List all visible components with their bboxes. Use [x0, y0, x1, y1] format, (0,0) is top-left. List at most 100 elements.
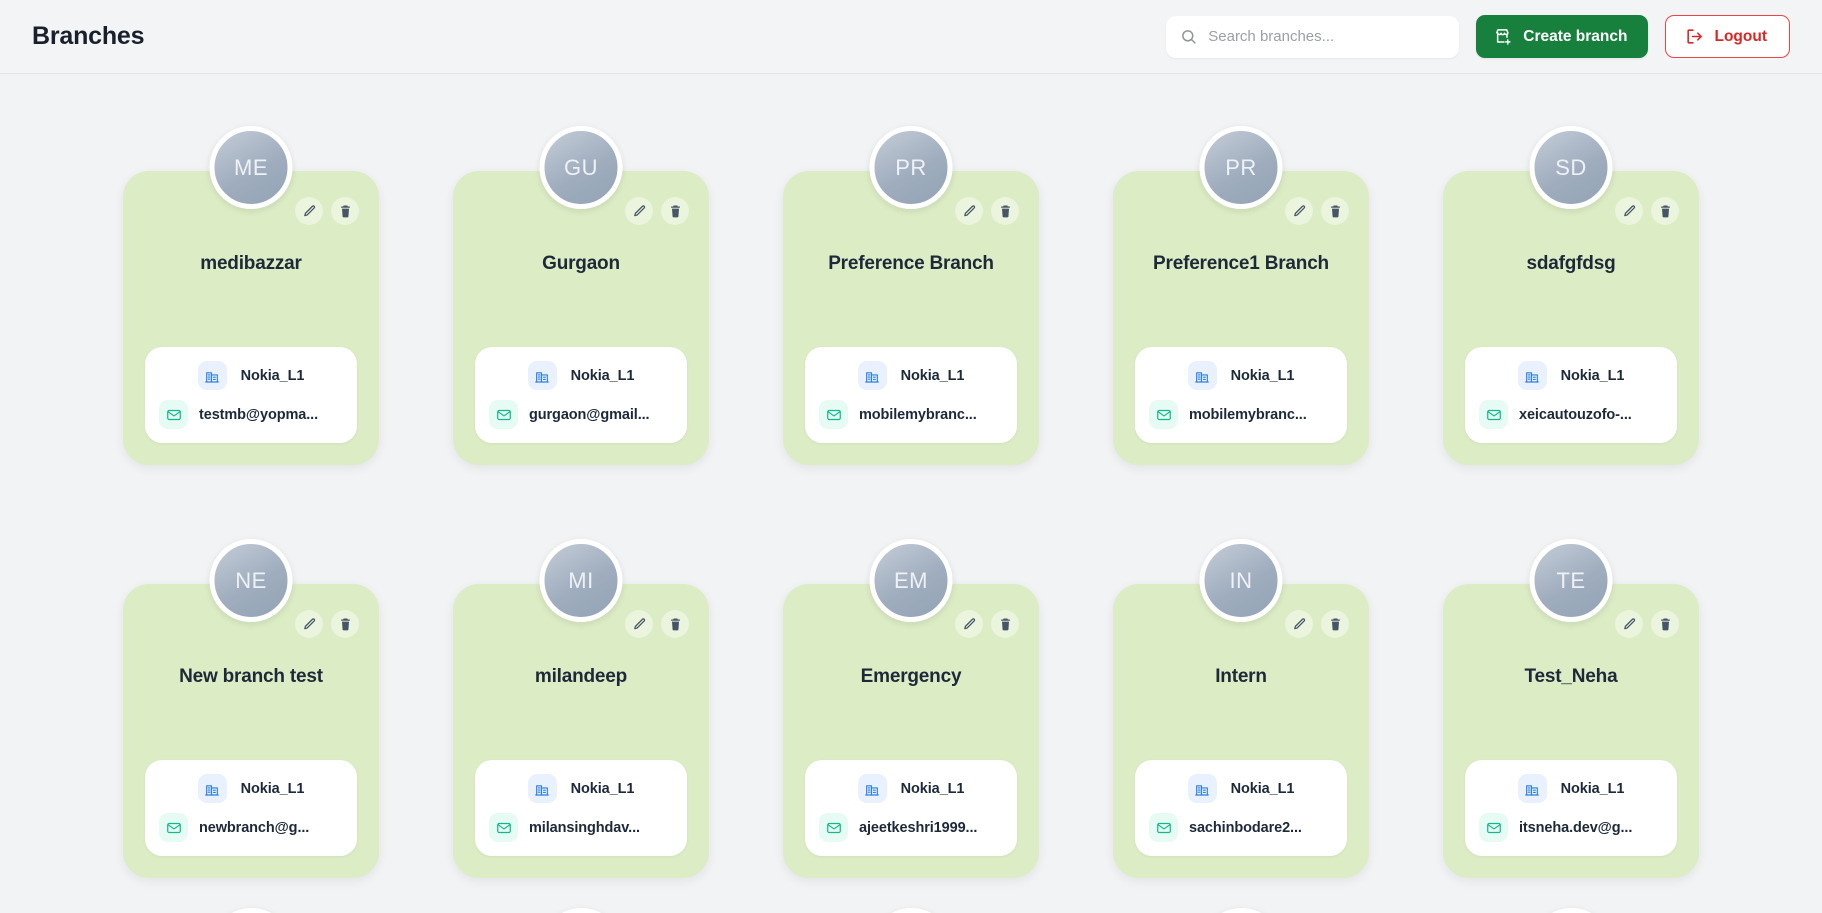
- delete-branch-button[interactable]: [661, 610, 689, 638]
- building-icon: [197, 774, 227, 803]
- edit-branch-button[interactable]: [1285, 610, 1313, 638]
- branch-name: medibazzar: [200, 253, 302, 274]
- branch-detail: Nokia_L1 testmb@yopma...: [145, 347, 357, 443]
- card-actions: [1285, 610, 1349, 638]
- branch-card[interactable]: GU Gurgaon: [453, 126, 709, 465]
- logout-label: Logout: [1714, 27, 1767, 45]
- edit-branch-button[interactable]: [1285, 197, 1313, 225]
- card-actions: [1285, 197, 1349, 225]
- company-row: Nokia_L1: [1149, 361, 1333, 390]
- avatar-initials: EM: [894, 567, 928, 593]
- avatar: PR: [1199, 126, 1283, 209]
- store-plus-icon: [1494, 27, 1513, 46]
- branch-card[interactable]: MI milandeep: [453, 539, 709, 878]
- branch-name: New branch test: [179, 666, 323, 687]
- envelope-icon: [489, 813, 518, 842]
- logout-button[interactable]: Logout: [1665, 15, 1790, 58]
- branch-card[interactable]: SD sdafgfdsg: [1443, 126, 1699, 465]
- app-header: Branches Create branch: [0, 0, 1822, 74]
- search-input[interactable]: [1208, 15, 1446, 58]
- company-name: Nokia_L1: [900, 367, 965, 384]
- edit-branch-button[interactable]: [955, 610, 983, 638]
- branch-card[interactable]: TE Test_Neha: [1443, 539, 1699, 878]
- company-row: Nokia_L1: [1479, 774, 1663, 803]
- company-name: Nokia_L1: [1230, 780, 1295, 797]
- branches-area: ME medibazzar: [0, 74, 1822, 913]
- card-actions: [295, 610, 359, 638]
- branch-detail: Nokia_L1 newbranch@g...: [145, 760, 357, 856]
- branch-name: Preference1 Branch: [1153, 253, 1329, 274]
- delete-branch-button[interactable]: [661, 197, 689, 225]
- branch-name: Gurgaon: [542, 253, 620, 274]
- branch-detail: Nokia_L1 milansinghdav...: [475, 760, 687, 856]
- building-icon: [527, 774, 557, 803]
- logout-arrow-icon: [1685, 27, 1704, 46]
- branch-card[interactable]: EM Emergency: [783, 539, 1039, 878]
- building-icon: [857, 361, 887, 390]
- avatar: [1199, 908, 1283, 913]
- avatar: [209, 908, 293, 913]
- avatar: [539, 908, 623, 913]
- edit-branch-button[interactable]: [955, 197, 983, 225]
- company-row: Nokia_L1: [489, 774, 673, 803]
- delete-branch-button[interactable]: [1651, 610, 1679, 638]
- avatar: PR: [869, 126, 953, 209]
- delete-branch-button[interactable]: [1321, 197, 1349, 225]
- envelope-icon: [159, 400, 188, 429]
- building-icon: [1517, 361, 1547, 390]
- envelope-icon: [159, 813, 188, 842]
- edit-branch-button[interactable]: [625, 197, 653, 225]
- company-name: Nokia_L1: [240, 367, 305, 384]
- avatar-initials: ME: [234, 154, 268, 180]
- envelope-icon: [819, 400, 848, 429]
- envelope-icon: [1479, 400, 1508, 429]
- avatar: IN: [1199, 539, 1283, 622]
- edit-branch-button[interactable]: [295, 610, 323, 638]
- avatar: EM: [869, 539, 953, 622]
- delete-branch-button[interactable]: [331, 610, 359, 638]
- edit-branch-button[interactable]: [625, 610, 653, 638]
- page-title: Branches: [32, 22, 145, 50]
- email-row: mobilemybranc...: [1149, 400, 1333, 429]
- delete-branch-button[interactable]: [1321, 610, 1349, 638]
- delete-branch-button[interactable]: [991, 197, 1019, 225]
- delete-branch-button[interactable]: [331, 197, 359, 225]
- header-actions: Create branch Logout: [1166, 15, 1790, 58]
- edit-branch-button[interactable]: [295, 197, 323, 225]
- avatar-initials: SD: [1555, 154, 1587, 180]
- envelope-icon: [1479, 813, 1508, 842]
- company-name: Nokia_L1: [1560, 367, 1625, 384]
- email-address: mobilemybranc...: [859, 406, 977, 423]
- building-icon: [1187, 361, 1217, 390]
- branch-detail: Nokia_L1 itsneha.dev@g...: [1465, 760, 1677, 856]
- branch-card[interactable]: IN Intern: [1113, 539, 1369, 878]
- building-icon: [1187, 774, 1217, 803]
- card-actions: [955, 610, 1019, 638]
- branch-detail: Nokia_L1 ajeetkeshri1999...: [805, 760, 1017, 856]
- branch-card[interactable]: PR Preference1 Branch: [1113, 126, 1369, 465]
- search-branches-box[interactable]: [1166, 15, 1460, 58]
- email-row: xeicautouzofo-...: [1479, 400, 1663, 429]
- delete-branch-button[interactable]: [991, 610, 1019, 638]
- building-icon: [197, 361, 227, 390]
- email-row: gurgaon@gmail...: [489, 400, 673, 429]
- branch-detail: Nokia_L1 xeicautouzofo-...: [1465, 347, 1677, 443]
- branch-name: Intern: [1215, 666, 1267, 687]
- edit-branch-button[interactable]: [1615, 610, 1643, 638]
- branch-card[interactable]: ME medibazzar: [123, 126, 379, 465]
- card-actions: [625, 610, 689, 638]
- company-row: Nokia_L1: [819, 361, 1003, 390]
- card-actions: [295, 197, 359, 225]
- delete-branch-button[interactable]: [1651, 197, 1679, 225]
- company-name: Nokia_L1: [240, 780, 305, 797]
- branch-card[interactable]: NE New branch test: [123, 539, 379, 878]
- company-row: Nokia_L1: [159, 774, 343, 803]
- company-row: Nokia_L1: [489, 361, 673, 390]
- card-actions: [955, 197, 1019, 225]
- create-branch-button[interactable]: Create branch: [1476, 15, 1649, 58]
- envelope-icon: [489, 400, 518, 429]
- edit-branch-button[interactable]: [1615, 197, 1643, 225]
- branch-card[interactable]: PR Preference Branch: [783, 126, 1039, 465]
- avatar-initials: MI: [568, 567, 594, 593]
- email-address: ajeetkeshri1999...: [859, 819, 978, 836]
